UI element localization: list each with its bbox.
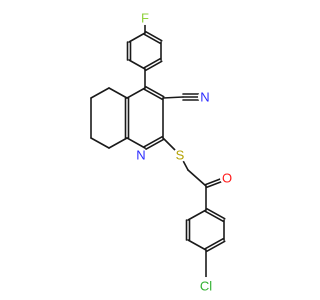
atom-S-background (173, 148, 187, 162)
bond-6 (128, 59, 146, 70)
atom-S: S (173, 148, 187, 163)
bond-16 (126, 137, 146, 149)
bond-43 (187, 209, 207, 221)
bond-11 (143, 88, 164, 101)
atom-N-nitrile-label: N (200, 90, 209, 105)
bond-20 (162, 96, 184, 99)
bond-25 (90, 87, 110, 99)
bond-27 (90, 137, 110, 149)
bond-2 (144, 30, 163, 42)
bond-38 (204, 237, 225, 250)
bond-4 (143, 57, 162, 69)
bond-31 (187, 169, 207, 187)
atom-N-nitrile-background (198, 90, 212, 104)
atom-F-background (138, 11, 152, 25)
atom-N-ring-background (134, 148, 148, 162)
molecule-structure: F N N S O Cl (90, 11, 234, 295)
atom-S-label: S (176, 148, 185, 163)
bond-5 (144, 60, 163, 72)
bond-40 (187, 239, 207, 251)
bond-39 (205, 240, 226, 253)
atom-F-label: F (141, 11, 149, 26)
bond-36 (205, 207, 226, 220)
bond-15 (144, 138, 165, 151)
atom-Cl-label: Cl (200, 279, 212, 294)
bond-35 (204, 210, 225, 223)
atom-O: O (220, 171, 234, 186)
bond-12 (144, 85, 165, 98)
bond-19 (126, 87, 146, 99)
atom-F: F (138, 11, 152, 26)
atom-N-ring: N (134, 148, 148, 163)
atom-Cl-background (197, 277, 215, 295)
bond-layer (90, 17, 229, 287)
atom-N-nitrile: N (198, 90, 212, 105)
atom-O-label: O (222, 171, 232, 186)
bond-24 (108, 87, 128, 99)
bond-1 (143, 33, 162, 45)
atom-O-background (220, 171, 234, 185)
bond-14 (143, 135, 164, 148)
atom-Cl: Cl (197, 277, 215, 295)
bond-9 (128, 32, 146, 43)
atom-N-ring-label: N (136, 148, 145, 163)
bond-28 (108, 137, 128, 149)
